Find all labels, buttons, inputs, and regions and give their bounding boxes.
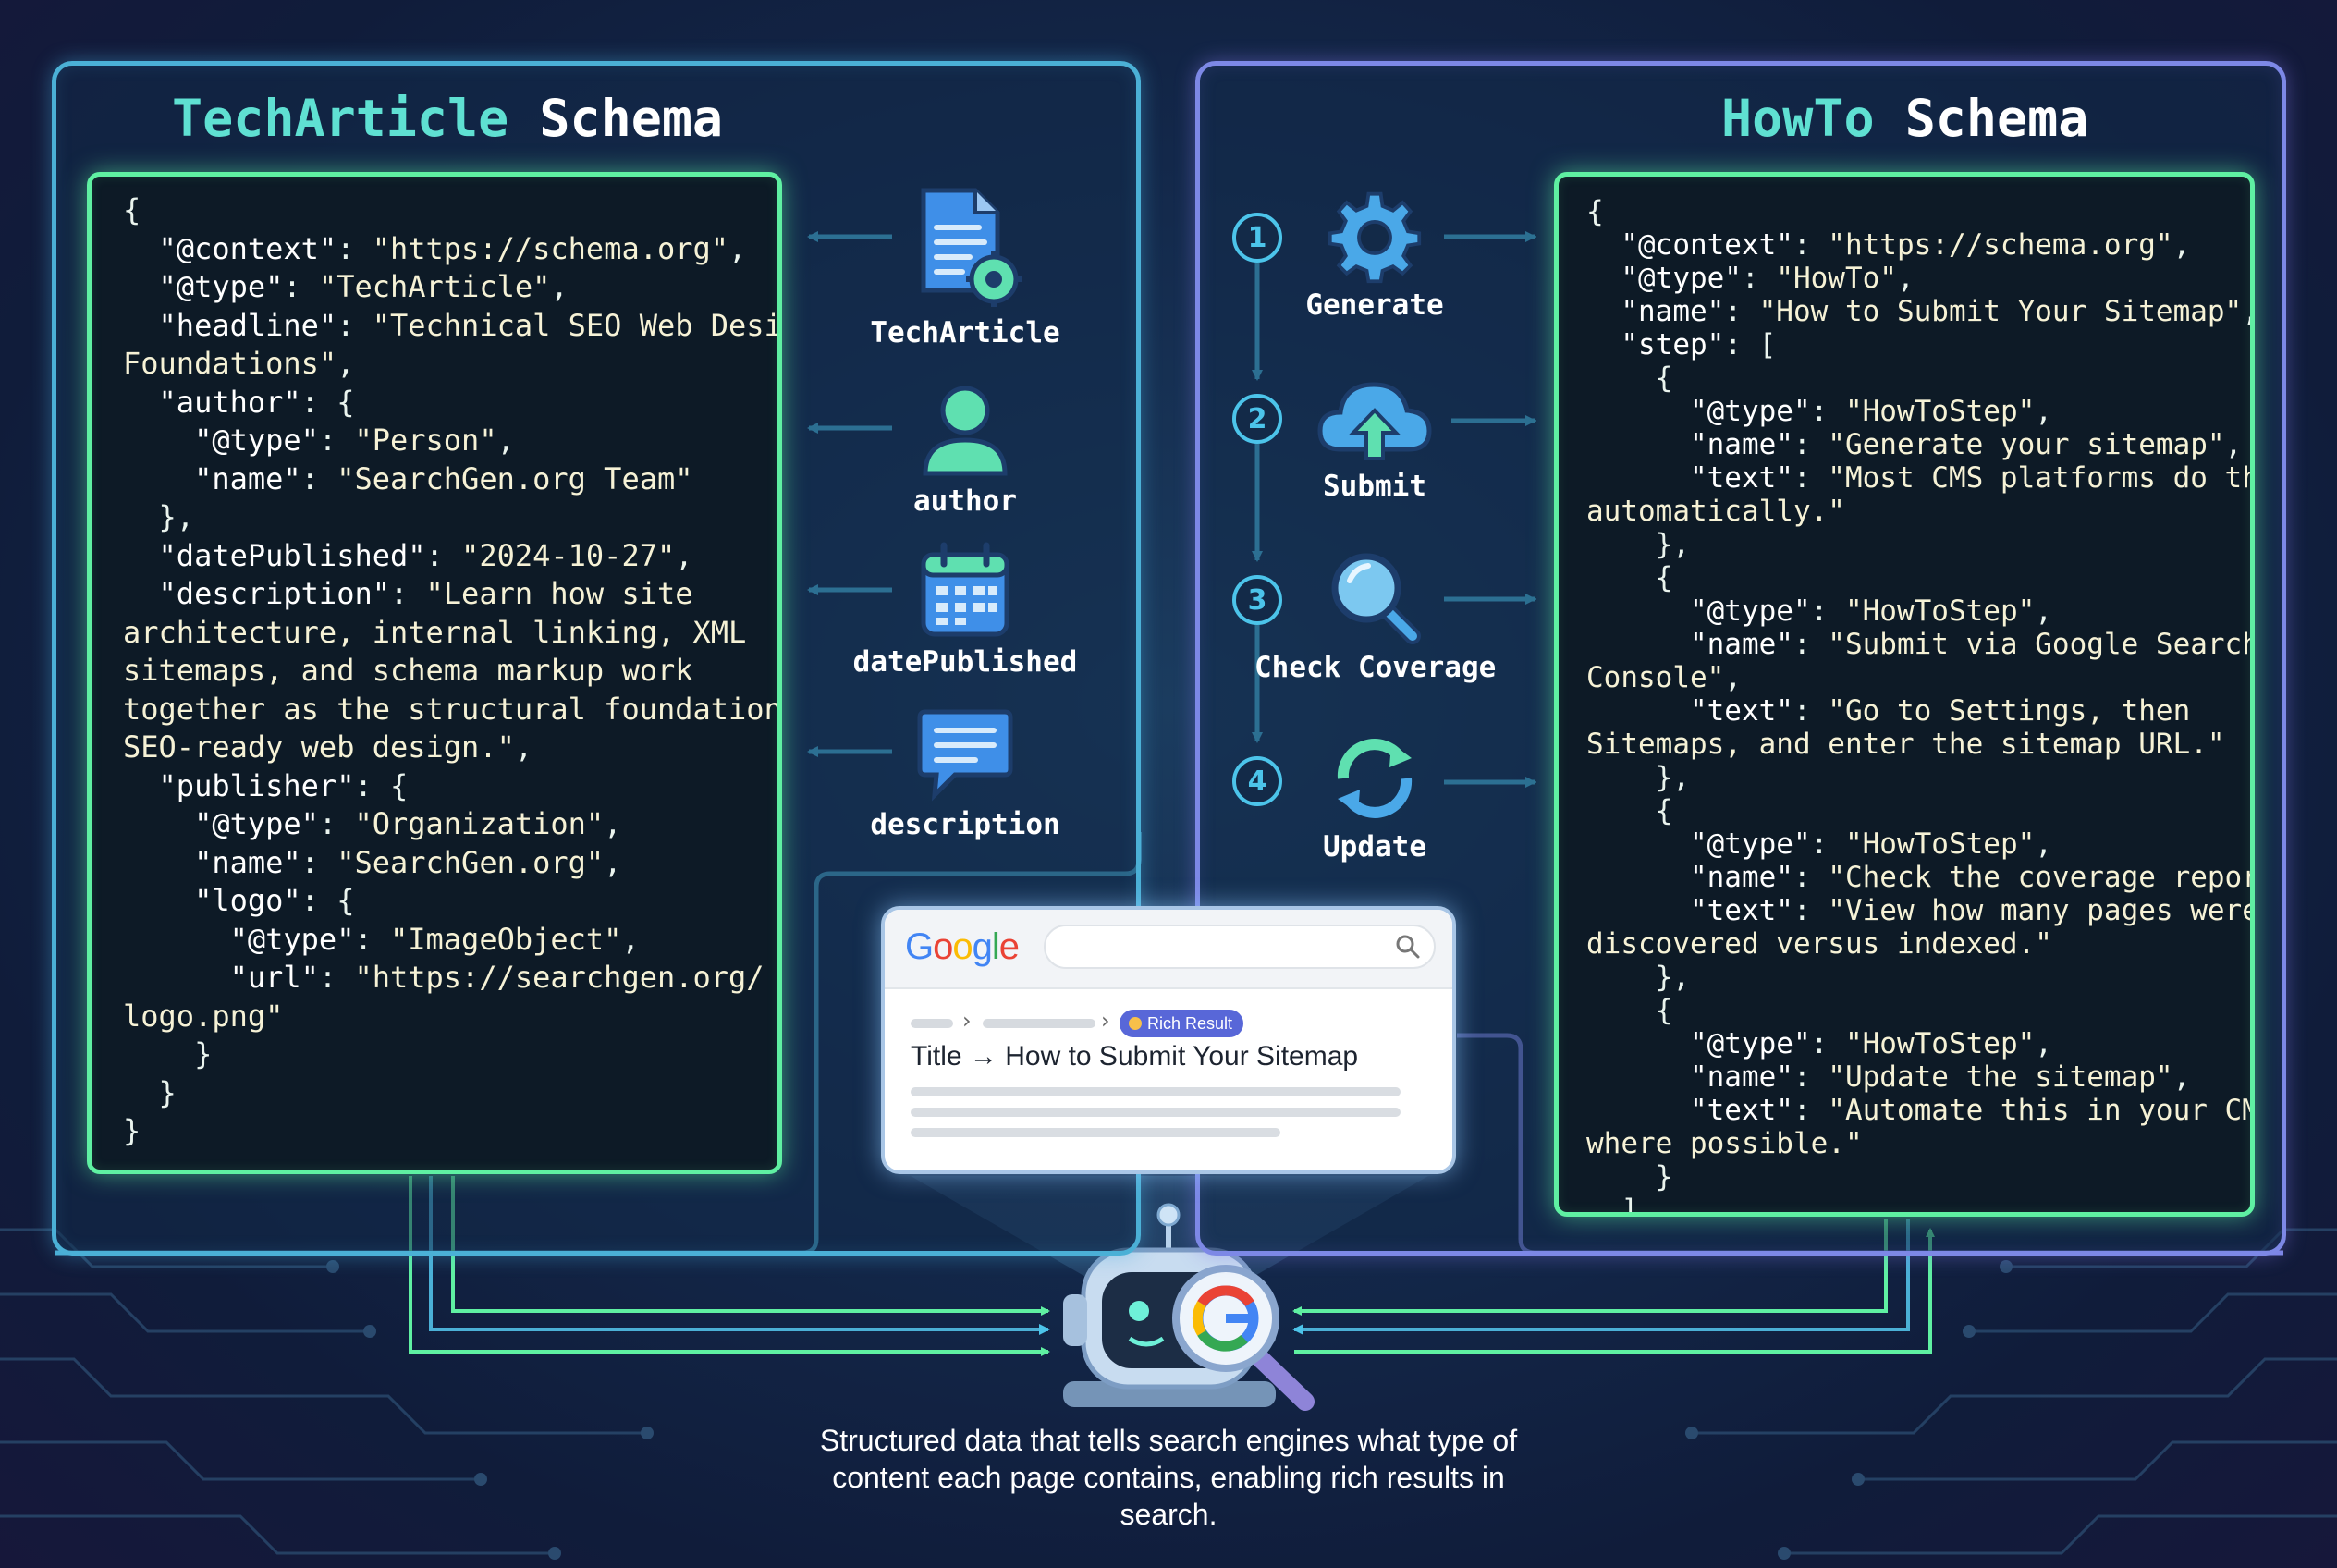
techarticle-label: TechArticle — [870, 316, 1060, 349]
step-check-coverage-label: Check Coverage — [1254, 651, 1497, 684]
description-label: description — [870, 808, 1060, 841]
google-logo-letter: o — [952, 926, 973, 967]
google-serp-card: Google › › Rich Result Title → How to Su… — [881, 906, 1456, 1174]
step-generate: Generate — [1254, 189, 1495, 322]
breadcrumb: › › Rich Result — [911, 1008, 1428, 1037]
badge-dot-icon — [1129, 1017, 1142, 1030]
gear-icon — [1328, 191, 1422, 284]
breadcrumb-placeholder — [911, 1019, 953, 1028]
breadcrumb-placeholder — [983, 1019, 1095, 1028]
step-number-4: 4 — [1232, 756, 1282, 806]
howto-code-block: { "@context": "https://schema.org", "@ty… — [1554, 172, 2255, 1217]
step-number-2: 2 — [1232, 394, 1282, 444]
snippet-line — [911, 1128, 1280, 1137]
serp-result-title[interactable]: Title → How to Submit Your Sitemap — [911, 1041, 1359, 1072]
datepublished-icon-item: datePublished — [845, 540, 1085, 679]
step-number-1: 1 — [1232, 213, 1282, 263]
google-logo-letter: l — [991, 926, 1000, 967]
techarticle-title: TechArticle Schema — [172, 89, 724, 148]
snippet-line — [911, 1087, 1401, 1096]
search-input[interactable] — [1044, 925, 1436, 969]
chevron-right-icon: › — [1101, 1008, 1110, 1034]
howto-title: HowTo Schema — [1721, 89, 2089, 148]
step-update-label: Update — [1323, 830, 1426, 864]
step-check-coverage: Check Coverage — [1254, 547, 1497, 684]
author-icon-item: author — [845, 379, 1085, 518]
techarticle-icon-item: TechArticle — [845, 183, 1085, 349]
step-update: Update — [1254, 730, 1495, 864]
snippet-line — [911, 1108, 1401, 1117]
step-submit: Submit — [1254, 370, 1495, 503]
google-logo: Google — [905, 926, 1020, 968]
author-label: author — [913, 484, 1017, 518]
datepublished-label: datePublished — [852, 645, 1078, 679]
cloud-upload-icon — [1317, 382, 1432, 460]
search-icon — [1396, 935, 1420, 959]
google-logo-letter: o — [933, 926, 953, 967]
howto-json: { "@context": "https://schema.org", "@ty… — [1586, 195, 2255, 1217]
caption: Structured data that tells search engine… — [819, 1424, 1518, 1531]
step-generate-label: Generate — [1305, 288, 1444, 322]
step-number-3: 3 — [1232, 575, 1282, 625]
description-icon-item: description — [845, 703, 1085, 841]
robot-magnifier-icon — [1063, 1203, 1315, 1411]
techarticle-json: { "@context": "https://schema.org", "@ty… — [123, 192, 782, 1148]
calendar-icon — [921, 542, 1009, 637]
google-logo-letter: g — [972, 926, 993, 967]
step-submit-label: Submit — [1323, 470, 1426, 503]
chevron-right-icon: › — [962, 1008, 972, 1034]
rich-result-badge: Rich Result — [1120, 1010, 1244, 1037]
document-gear-icon — [921, 188, 1022, 307]
google-logo-letter: G — [905, 926, 934, 967]
magnifier-icon — [1331, 553, 1421, 644]
speech-bubble-icon — [917, 709, 1013, 802]
techarticle-code-block: { "@context": "https://schema.org", "@ty… — [87, 172, 782, 1174]
serp-header: Google — [885, 910, 1452, 989]
google-logo-letter: e — [998, 926, 1020, 967]
person-icon — [923, 386, 1008, 476]
refresh-icon — [1337, 739, 1413, 818]
